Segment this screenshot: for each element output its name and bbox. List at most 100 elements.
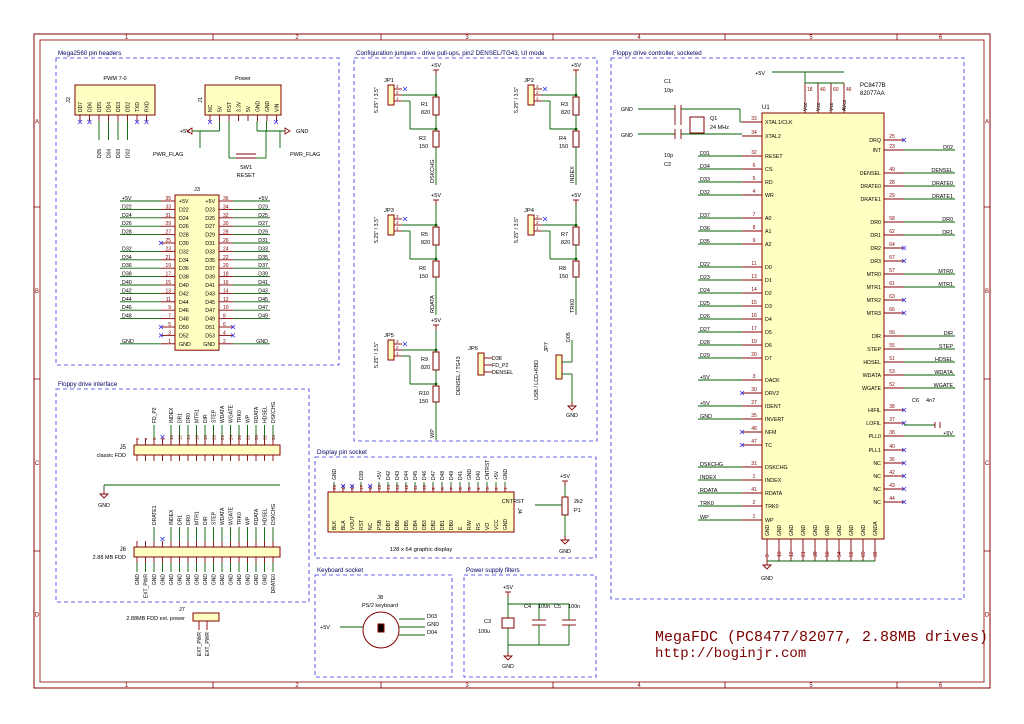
u1-left-name: NFM	[765, 430, 776, 436]
u1-bot-name: GND	[765, 525, 771, 537]
border-col-bot: 6	[939, 683, 943, 689]
j2-pin-name: DD4	[107, 102, 113, 112]
j4-pin-no: 1	[503, 487, 509, 490]
j4-pin-name: VO	[485, 523, 491, 530]
border-col-bot: 1	[125, 683, 129, 689]
j4-net: D42	[386, 471, 392, 480]
j4-net: D40	[476, 471, 482, 480]
u1-left-name: DSKCHG	[765, 465, 788, 471]
j5-top-label: DR0	[186, 413, 192, 423]
u1-bot-no: 39	[873, 551, 879, 557]
u1-left-name: INDEX	[765, 478, 782, 484]
u1-right-no: 44	[889, 496, 895, 502]
j3-lnet: D22	[122, 204, 132, 210]
section-box-power	[463, 574, 597, 678]
vcc-label: +5V	[431, 318, 441, 324]
j3-body	[174, 194, 220, 351]
u1-left-no: 27	[751, 400, 757, 406]
nc-stroke	[273, 119, 279, 125]
j4-net: D39	[359, 471, 365, 480]
j3-inner-left: GND	[179, 342, 191, 348]
j6-bot-label: EXT_PWR	[144, 574, 150, 599]
junction-dot	[574, 257, 578, 261]
u1-right-net: DR1	[942, 230, 953, 236]
kbd-net: D04	[427, 630, 437, 636]
j3-inner-left: +5V	[179, 199, 189, 205]
j3-rpin: 18	[223, 272, 229, 278]
u1-left-name: DACK	[765, 378, 780, 384]
border-col-top: 4	[637, 35, 641, 41]
u1-bot-no: 65	[861, 551, 867, 557]
nc-stroke	[230, 324, 236, 330]
no-connect-mark	[207, 119, 213, 125]
jp6-side: DENSEL / TG43	[456, 356, 462, 395]
j5-top-no: 4	[144, 437, 149, 440]
j3-inner-left: D40	[179, 283, 189, 289]
j5-top-no: 10	[169, 434, 174, 440]
j4-pin-no: 9	[431, 487, 437, 490]
u1-left-net: D32	[700, 190, 710, 196]
j4-pin-no: 5	[467, 487, 473, 490]
u1-left-net: D35	[700, 239, 710, 245]
j3-lpin: 27	[165, 230, 171, 236]
jumper-net: TRK0	[570, 299, 576, 313]
j3-lnet: D36	[122, 263, 132, 269]
no-connect-mark	[158, 240, 164, 246]
jp6-ref: JP6	[468, 346, 478, 352]
section-title-floppy: Floppy drive interface	[58, 381, 118, 388]
u1-left-net: +5V	[700, 401, 710, 407]
j3-inner-right: GND	[203, 342, 215, 348]
border-row-left: B	[35, 289, 39, 295]
jumper-ref: JP2	[524, 78, 534, 84]
no-connect-mark	[367, 483, 373, 489]
u1-left-name: D1	[765, 278, 772, 284]
vcc-label: +5V	[560, 474, 570, 480]
resistor-R10	[432, 385, 440, 403]
j4-net: GND	[467, 469, 473, 481]
u1-right-no: 29	[889, 193, 895, 199]
u1-right-name: DRQ	[869, 138, 881, 144]
power-symbol: +5V	[560, 474, 570, 486]
u1-bot-name: GND	[777, 525, 783, 537]
u1-left-no: 47	[751, 439, 757, 445]
j3-rnet: D41	[258, 280, 268, 286]
j4-pin-no: 14	[386, 484, 392, 490]
j5-top-label: INDEX	[169, 407, 175, 423]
u1-right-name: MTR3	[867, 311, 881, 317]
no-connect-mark	[901, 137, 907, 143]
j2-pin-name: RXD	[145, 101, 151, 112]
j6-top-label: INDEX	[169, 509, 175, 525]
j3-lnet: D46	[122, 305, 132, 311]
q1-ref: Q1	[710, 116, 717, 122]
u1-top-no: 18	[807, 87, 813, 93]
junction-dot	[574, 93, 578, 97]
nc-stroke	[160, 536, 165, 542]
res-val: 150	[559, 144, 568, 150]
j3-lnet: D48	[122, 314, 132, 320]
u1-left-name: D7	[765, 356, 772, 362]
j4-pin-name: DB4	[413, 520, 419, 530]
nc-stroke	[901, 297, 907, 303]
j4-pin-name: DB5	[404, 520, 410, 530]
j4-pin-name: DB6	[395, 520, 401, 530]
j3-lnet: D24	[122, 213, 132, 219]
section-box-fdc	[610, 57, 965, 600]
nc-stroke	[901, 137, 907, 143]
j5-top-label: RDATA	[254, 406, 260, 423]
j3-inner-right: D29	[205, 233, 215, 239]
j5-top-no: 14	[186, 434, 191, 440]
u1-right-name: DRATE1	[860, 197, 881, 203]
u1-left-no: 7	[753, 212, 756, 218]
j3-rpin: 28	[223, 230, 229, 236]
jp7-body	[555, 354, 563, 380]
j3-inner-left: D48	[179, 317, 189, 323]
jumper-mode: 5.25" / 3.5"	[514, 87, 520, 113]
j6-top-label: WDATA	[220, 507, 226, 525]
u1-right-no: 25	[889, 134, 895, 140]
j4-pin-no: 10	[422, 484, 428, 490]
j3-lpin: 31	[165, 213, 171, 219]
j3-lpin: 9	[168, 305, 171, 311]
u1-left-no: 15	[751, 300, 757, 306]
u1-right-no: 62	[889, 229, 895, 235]
